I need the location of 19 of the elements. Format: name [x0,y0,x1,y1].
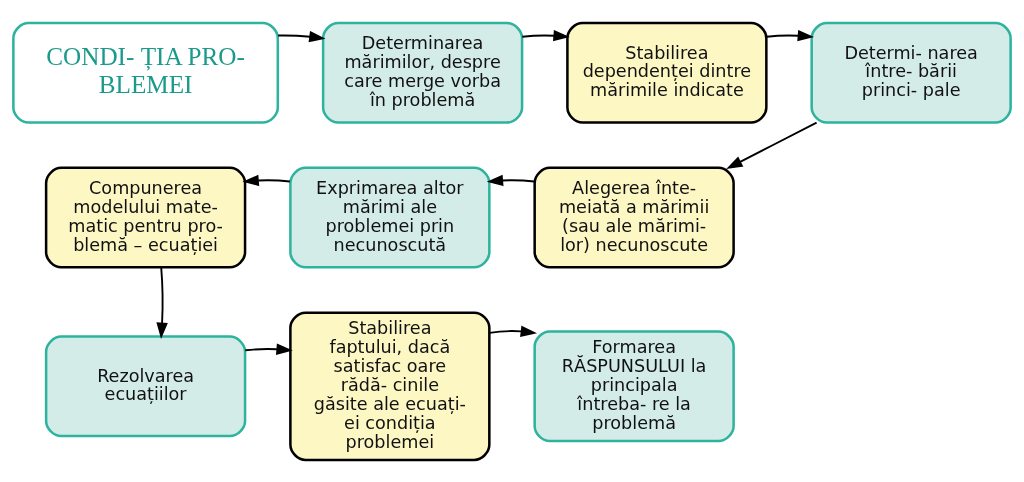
node-box: CONDI- ȚIA PRO- BLEMEI [12,21,280,124]
arrow [156,265,168,339]
arrow [765,29,815,41]
node-box: Rezolvarea ecuațiilor [44,334,247,437]
arrow [726,121,818,169]
arrow [521,29,570,41]
arrow [486,174,536,186]
node-box: Compunerea modelului mate- matic pentru pro- blemă – ecuației [44,166,247,269]
node-box: Stabilirea dependenței dintre mărimile indicate [566,21,768,124]
node-box: Determi- narea între- bării princi- pale [810,21,1012,124]
node-box: Formarea RĂSPUNSULUI la principala întreba- re la problemă [533,329,735,442]
arrow [277,30,326,42]
node-box: Alegerea înte- meiată a mărimii (sau ale mărimi- lor) necunoscute [533,166,735,269]
node-box: Determinarea mărimilor, despre care merge vorba în problemă [321,21,524,124]
node-box: Exprimarea altor mărimi ale problemei prin necunoscută [289,166,491,269]
node-box: Stabilirea faptului, dacă satisfac oare rădă- cinile găsite ale ecuați- ei condiția problemei [289,310,491,461]
arrow [488,325,538,337]
arrow [242,174,291,186]
arrow [244,342,293,355]
